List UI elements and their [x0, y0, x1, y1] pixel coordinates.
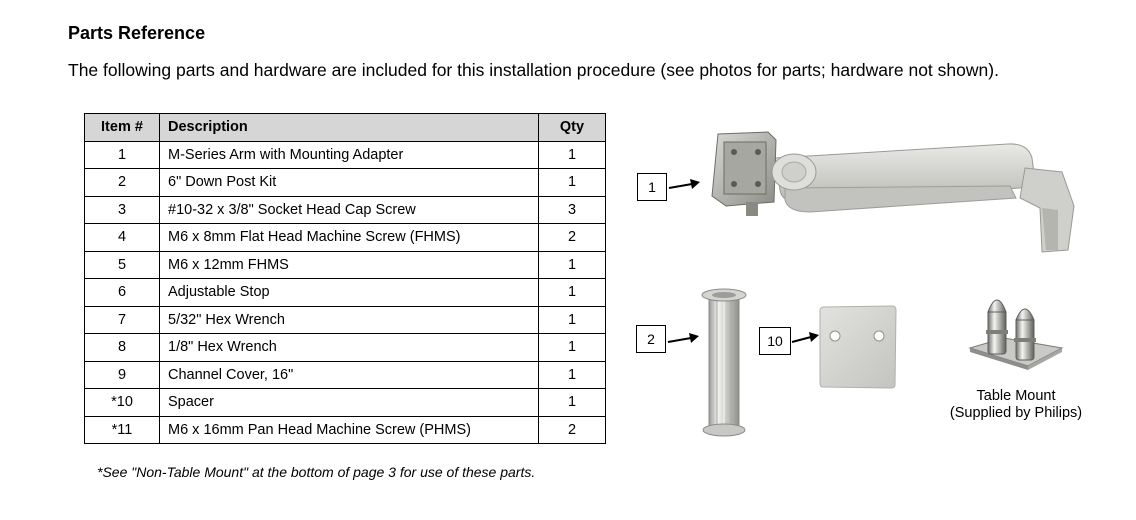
- header-item: Item #: [84, 113, 160, 142]
- cell-item: 9: [84, 360, 160, 389]
- cell-item: 6: [84, 278, 160, 307]
- down-post-photo: [701, 288, 747, 437]
- cell-description: Adjustable Stop: [159, 278, 539, 307]
- caption-line-1: Table Mount: [976, 388, 1056, 404]
- arrow-icon: [668, 179, 700, 189]
- table-mount-photo: [968, 299, 1064, 370]
- cell-qty: 1: [538, 168, 606, 197]
- arm-photo: [711, 131, 1075, 253]
- cell-description: 1/8" Hex Wrench: [159, 333, 539, 362]
- arrow-icon: [667, 333, 699, 343]
- cell-item: *11: [84, 415, 160, 444]
- cell-item: 3: [84, 195, 160, 224]
- cell-item: 2: [84, 168, 160, 197]
- cell-description: M6 x 12mm FHMS: [159, 250, 539, 279]
- callout-post: 2: [636, 325, 666, 353]
- intro-text: The following parts and hardware are inc…: [68, 60, 999, 80]
- footnote: *See "Non-Table Mount" at the bottom of …: [97, 464, 536, 480]
- cell-description: 6" Down Post Kit: [159, 168, 539, 197]
- cell-qty: 1: [538, 278, 606, 307]
- cell-item: 4: [84, 223, 160, 252]
- section-heading: Parts Reference: [68, 23, 206, 43]
- spacer-photo: [819, 305, 897, 389]
- cell-description: M6 x 16mm Pan Head Machine Screw (PHMS): [159, 415, 539, 444]
- cell-qty: 1: [538, 360, 606, 389]
- cell-qty: 1: [538, 305, 606, 334]
- cell-item: 5: [84, 250, 160, 279]
- cell-item: 8: [84, 333, 160, 362]
- cell-description: Spacer: [159, 388, 539, 417]
- cell-qty: 1: [538, 333, 606, 362]
- header-description: Description: [159, 113, 539, 142]
- cell-qty: 2: [538, 223, 606, 252]
- header-qty: Qty: [538, 113, 606, 142]
- caption-line-2: (Supplied by Philips): [949, 405, 1083, 421]
- cell-description: 5/32" Hex Wrench: [159, 305, 539, 334]
- cell-item: *10: [84, 388, 160, 417]
- table-mount-caption: Table Mount (Supplied by Philips): [930, 388, 1102, 422]
- cell-qty: 3: [538, 195, 606, 224]
- cell-description: #10-32 x 3/8" Socket Head Cap Screw: [159, 195, 539, 224]
- arrow-icon: [791, 332, 819, 343]
- cell-qty: 2: [538, 415, 606, 444]
- cell-qty: 1: [538, 250, 606, 279]
- cell-qty: 1: [538, 140, 606, 169]
- cell-qty: 1: [538, 388, 606, 417]
- cell-description: Channel Cover, 16": [159, 360, 539, 389]
- callout-arm: 1: [637, 173, 667, 201]
- cell-description: M-Series Arm with Mounting Adapter: [159, 140, 539, 169]
- cell-item: 7: [84, 305, 160, 334]
- callout-spacer: 10: [759, 327, 791, 355]
- cell-description: M6 x 8mm Flat Head Machine Screw (FHMS): [159, 223, 539, 252]
- cell-item: 1: [84, 140, 160, 169]
- table-header-row: Item # Description Qty: [84, 113, 606, 142]
